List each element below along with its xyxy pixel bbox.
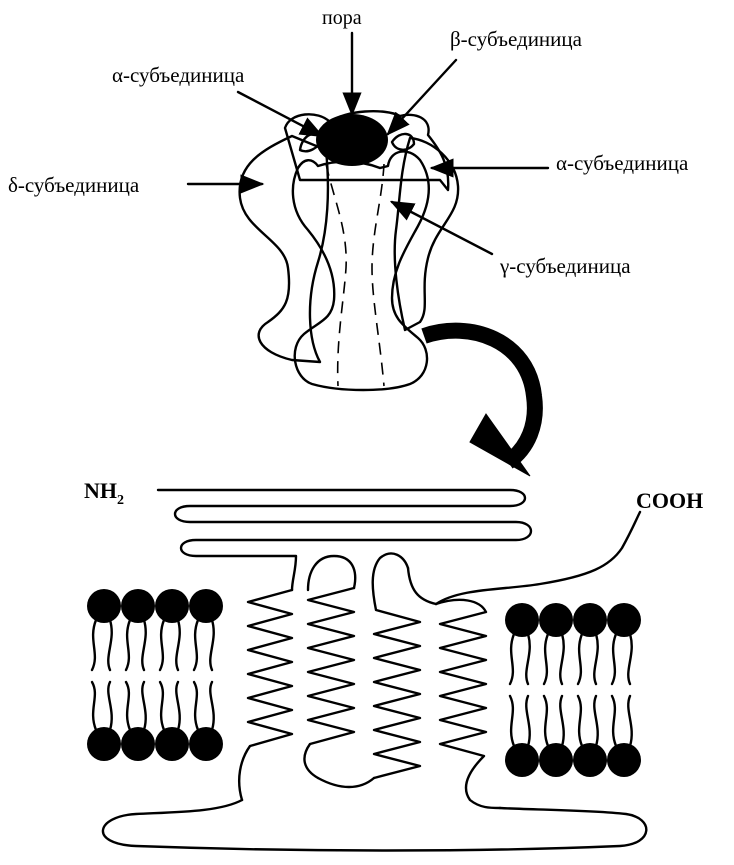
lipid-tail [544,696,548,746]
lipid-tail [578,634,582,684]
tm-helix-2 [304,588,354,778]
loop-3 [408,568,436,604]
lipid-tail [612,696,616,746]
zoom-arrow [424,331,535,476]
loop-2 [318,778,374,787]
lipid-tail [210,682,213,730]
lipid-head [189,589,223,623]
lipid-tail [210,620,213,670]
lipid-head [539,743,573,777]
lipid-tail [510,634,514,684]
label-gamma: γ-субъединица [499,254,631,278]
lipid-head [573,743,607,777]
lipid-head [607,603,641,637]
lipid-tail [578,696,582,746]
lipid-tail [92,620,96,670]
lipid-tail [176,682,179,730]
lipid-bilayer-left [87,589,223,761]
lipid-bilayer-right [505,603,641,777]
label-nh2: NH2 [84,478,124,508]
lipid-tail [628,634,631,684]
tm-helix-4 [436,600,500,808]
bottom-loop [103,800,646,851]
lipid-tail [108,682,111,730]
lipid-tail [594,696,597,746]
lipid-head [505,603,539,637]
pore-opening [316,114,388,166]
lipid-tail [160,620,164,670]
lipid-tail [526,634,529,684]
lipid-tail [194,620,198,670]
n-terminal-segment [158,490,531,590]
lipid-head [505,743,539,777]
loop-1 [308,556,355,590]
label-beta: β-субъединица [450,27,583,51]
delta-subunit-shape [240,136,328,362]
inner-lobe-right [392,134,414,150]
lipid-head [87,727,121,761]
lipid-head [87,589,121,623]
lipid-tail [194,682,198,730]
lipid-head [607,743,641,777]
receptor-complex [240,111,459,390]
gamma-subunit-shape [293,151,429,390]
label-pore: пора [322,7,362,29]
lipid-tail [594,634,597,684]
lipid-head [189,727,223,761]
lipid-head [573,603,607,637]
lipid-tail [560,696,563,746]
lipid-head [121,727,155,761]
lipid-head [539,603,573,637]
label-alpha-left: α-субъединица [112,63,245,87]
c-terminal-segment [436,512,640,604]
lipid-tail [560,634,563,684]
tm-helix-1 [239,590,292,800]
pore-channel-right [372,164,384,386]
label-delta: δ-субъединица [8,173,140,197]
lipid-tail [142,620,145,670]
lipid-tail [126,620,130,670]
lipid-head [121,589,155,623]
lipid-tail [544,634,548,684]
lipid-tail [612,634,616,684]
label-alpha-right: α-субъединица [556,151,689,175]
lipid-tail [510,696,514,746]
lipid-tail [126,682,130,730]
lipid-tail [526,696,529,746]
lipid-tail [92,682,96,730]
lipid-head [155,589,189,623]
lipid-tail [160,682,164,730]
lipid-tail [176,620,179,670]
lipid-tail [108,620,111,670]
leader-beta [388,60,456,134]
lipid-head [155,727,189,761]
label-cooh: COOH [636,488,703,513]
lipid-tail [142,682,145,730]
lipid-tail [628,696,631,746]
